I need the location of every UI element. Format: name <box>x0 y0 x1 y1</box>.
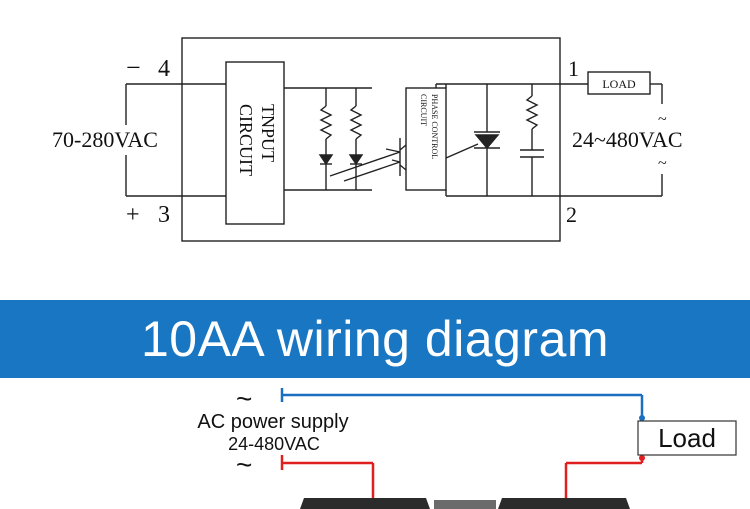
ac-symbol-upper: ~ <box>236 383 252 414</box>
load-label: LOAD <box>602 77 636 91</box>
wiring-load-label: Load <box>658 423 716 453</box>
output-voltage-label: 24~480VAC <box>572 127 683 152</box>
input-circuit-label-2: CIRCUIT <box>236 104 256 176</box>
resistor-2 <box>349 105 363 140</box>
blue-wire-terminal <box>639 415 645 421</box>
terminal-2-label: 2 <box>566 202 577 227</box>
ssr-schematic: − 4 + 3 1 2 70-280VAC 24~480VAC LOAD ~ ~… <box>52 37 683 242</box>
terminal-3-label: 3 <box>158 202 170 228</box>
phase-control-label-1: PHASE CONTROL <box>430 94 439 159</box>
power-supply-voltage: 24-480VAC <box>228 434 320 454</box>
triac-symbol <box>474 134 500 150</box>
snubber-resistor <box>525 95 539 130</box>
relay-body <box>300 498 630 509</box>
banner-title: 10AA wiring diagram <box>140 311 610 367</box>
schematic-load-box <box>587 71 651 95</box>
resistor-1 <box>319 105 333 140</box>
terminal-1-label: 1 <box>568 56 579 81</box>
input-voltage-label: 70-280VAC <box>52 127 158 152</box>
plus-sign: + <box>126 202 140 228</box>
ssr-housing-outline <box>181 37 561 242</box>
red-wire-terminal <box>639 455 645 461</box>
minus-sign: − <box>126 53 141 82</box>
phase-control-box <box>405 87 447 191</box>
power-supply-label: AC power supply <box>197 411 348 433</box>
terminal-4-label: 4 <box>158 56 170 82</box>
title-banner: 10AA wiring diagram <box>0 300 750 378</box>
ac-symbol-top: ~ <box>658 111 667 128</box>
ac-symbol-lower: ~ <box>236 449 252 480</box>
ac-symbol-bottom: ~ <box>658 155 667 172</box>
phase-control-label-2: CIRCUIT <box>419 94 428 126</box>
wiring-diagram: Load ~ AC power supply 24-480VAC ~ <box>197 383 737 509</box>
input-circuit-box <box>225 61 285 225</box>
input-circuit-label-1: TNPUT <box>258 104 278 162</box>
wiring-load-box <box>637 420 737 456</box>
